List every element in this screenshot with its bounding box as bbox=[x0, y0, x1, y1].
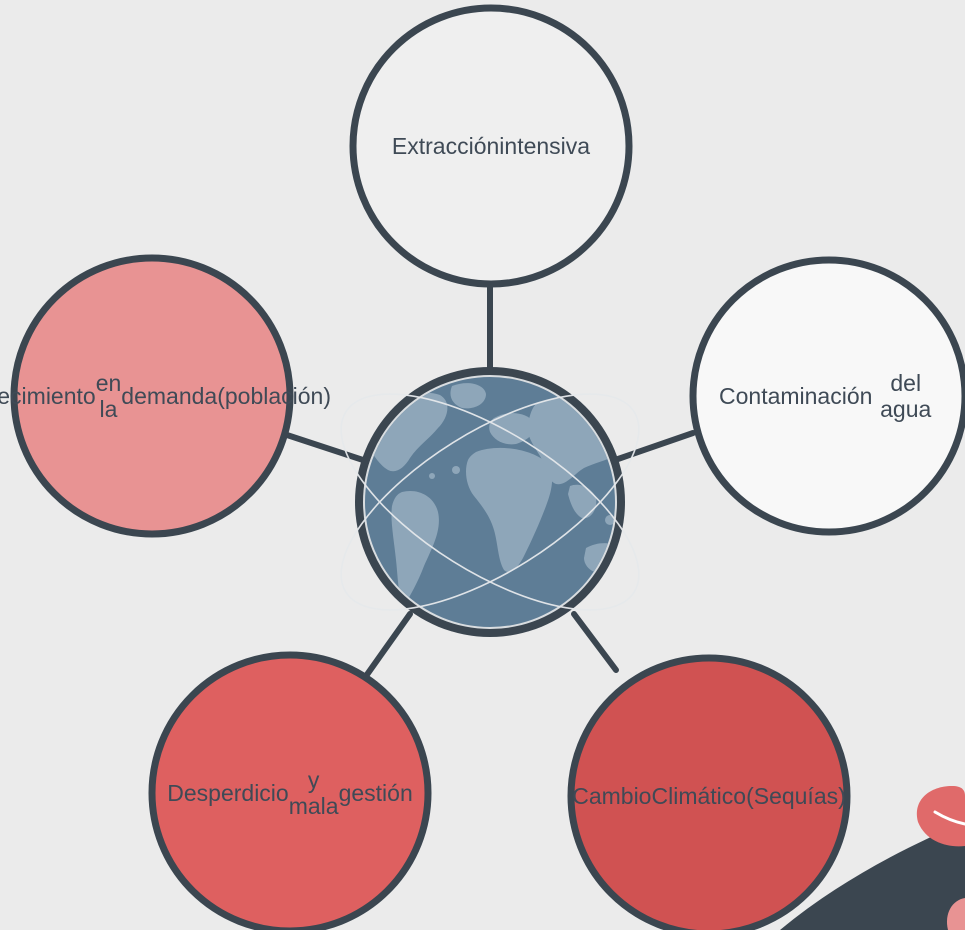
connector-desperdicio bbox=[363, 611, 413, 679]
node-text: (población) bbox=[217, 383, 332, 409]
connector-crecimiento bbox=[284, 432, 366, 463]
node-circle-crecimiento bbox=[10, 254, 294, 538]
node-label-extraccion: Extracción intensiva bbox=[381, 96, 601, 196]
node-label-crecimiento: Crecimiento en la demanda (población) bbox=[0, 316, 331, 476]
node-circle-cambio bbox=[567, 654, 851, 930]
node-text: Contaminación bbox=[719, 383, 873, 409]
node-label-cambio: Cambio Climático (Sequías) bbox=[572, 731, 846, 861]
node-text: intensiva bbox=[499, 133, 591, 159]
connectors bbox=[284, 282, 696, 679]
node-text: del agua bbox=[880, 370, 932, 422]
corner-decoration bbox=[780, 786, 965, 930]
node-text: y mala bbox=[288, 767, 339, 819]
node-circle-extraccion bbox=[349, 4, 633, 288]
node-text: gestión bbox=[338, 780, 413, 806]
connector-cambio bbox=[571, 611, 619, 673]
node-circle-desperdicio bbox=[148, 651, 432, 930]
node-label-desperdicio: Desperdicio y mala gestión bbox=[167, 728, 412, 858]
node-text: en la bbox=[95, 370, 122, 422]
node-text: Climático bbox=[651, 783, 747, 809]
node-text: Extracción bbox=[391, 133, 500, 159]
node-text: (Sequías) bbox=[746, 783, 846, 809]
connector-contaminacion bbox=[615, 430, 696, 462]
node-circle-contaminacion bbox=[689, 256, 965, 536]
node-text: Desperdicio bbox=[167, 780, 289, 806]
node-text: demanda bbox=[121, 383, 218, 409]
node-text: Cambio bbox=[572, 783, 652, 809]
node-label-contaminacion: Contaminación del agua bbox=[719, 346, 939, 446]
node-text: Crecimiento bbox=[0, 383, 96, 409]
